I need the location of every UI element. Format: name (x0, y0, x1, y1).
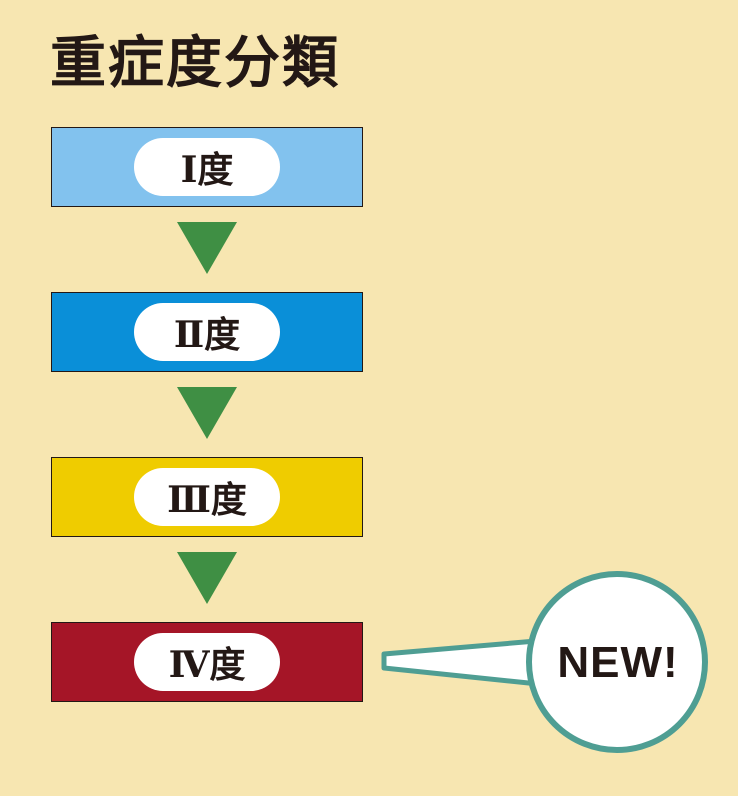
down-arrow-1 (177, 222, 237, 274)
stage-label-4: Ⅳ度 (134, 633, 280, 691)
stage-box-2: Ⅱ度 (51, 292, 363, 372)
stage-box-3: Ⅲ度 (51, 457, 363, 537)
stage-box-4: Ⅳ度 (51, 622, 363, 702)
stage-label-3: Ⅲ度 (134, 468, 280, 526)
stage-box-1: Ⅰ度 (51, 127, 363, 207)
callout-pointer (381, 637, 551, 688)
down-arrow-3 (177, 552, 237, 604)
diagram-title: 重症度分類 (50, 31, 340, 96)
down-arrow-2 (177, 387, 237, 439)
stage-label-1: Ⅰ度 (134, 138, 280, 196)
callout-circle (526, 571, 708, 753)
stage-label-2: Ⅱ度 (134, 303, 280, 361)
new-badge-label: NEW! (557, 638, 679, 687)
